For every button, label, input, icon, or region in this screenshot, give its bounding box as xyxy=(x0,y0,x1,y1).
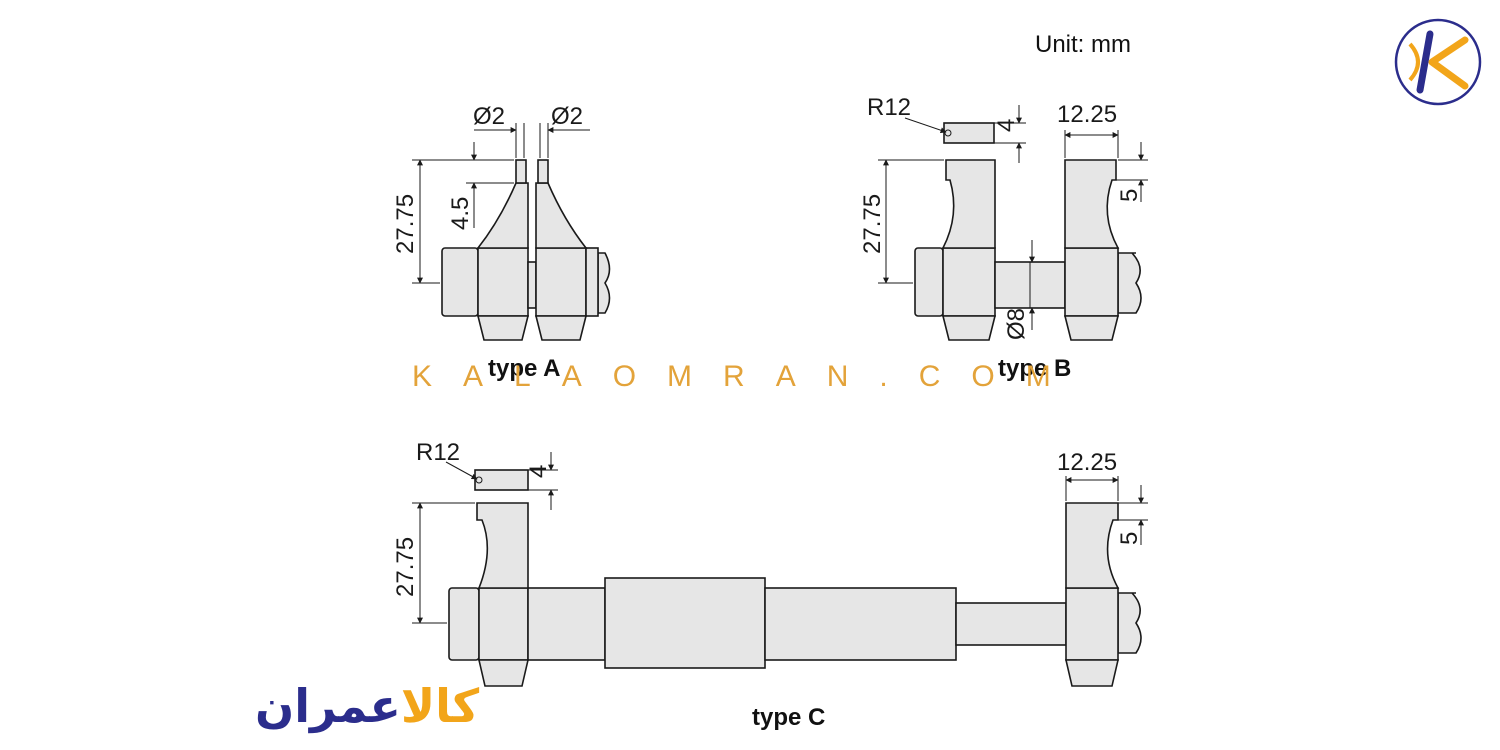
type-a-label: type A xyxy=(488,355,560,382)
type-b-drawing xyxy=(878,105,1148,341)
type-c-label: type C xyxy=(752,704,825,731)
type-c-radius-text: R12 xyxy=(416,439,460,466)
brand-logo: کالاعمران xyxy=(255,679,479,733)
type-c-width-text: 12.25 xyxy=(1057,449,1117,476)
type-a-drawing xyxy=(412,123,611,341)
type-b-label: type B xyxy=(998,355,1071,382)
type-c-thick-text: 4 xyxy=(525,465,552,478)
type-b-thick-text: 4 xyxy=(993,119,1020,132)
type-b-radius-text: R12 xyxy=(867,94,911,121)
type-a-dia-left-text: Ø2 xyxy=(473,103,505,130)
circle-logo-icon xyxy=(1394,18,1482,106)
type-b-shaft-text: Ø8 xyxy=(1003,308,1030,340)
brand-text-a: کالا xyxy=(401,679,480,733)
watermark-text: KALAOMRAN.COM xyxy=(412,360,1082,393)
type-a-dia-right-text: Ø2 xyxy=(551,103,583,130)
brand-text-b: عمران xyxy=(255,679,401,733)
type-c-height-text: 27.75 xyxy=(392,537,419,597)
type-a-height-text: 27.75 xyxy=(392,194,419,254)
type-b-depth-text: 5 xyxy=(1116,189,1143,202)
type-c-depth-text: 5 xyxy=(1116,532,1143,545)
type-c-drawing xyxy=(412,452,1148,687)
type-a-tip-text: 4.5 xyxy=(447,197,474,230)
svg-text:کالاعمران: کالاعمران xyxy=(255,679,479,733)
type-b-height-text: 27.75 xyxy=(859,194,886,254)
unit-label: Unit: mm xyxy=(1035,31,1131,58)
type-b-width-text: 12.25 xyxy=(1057,101,1117,128)
